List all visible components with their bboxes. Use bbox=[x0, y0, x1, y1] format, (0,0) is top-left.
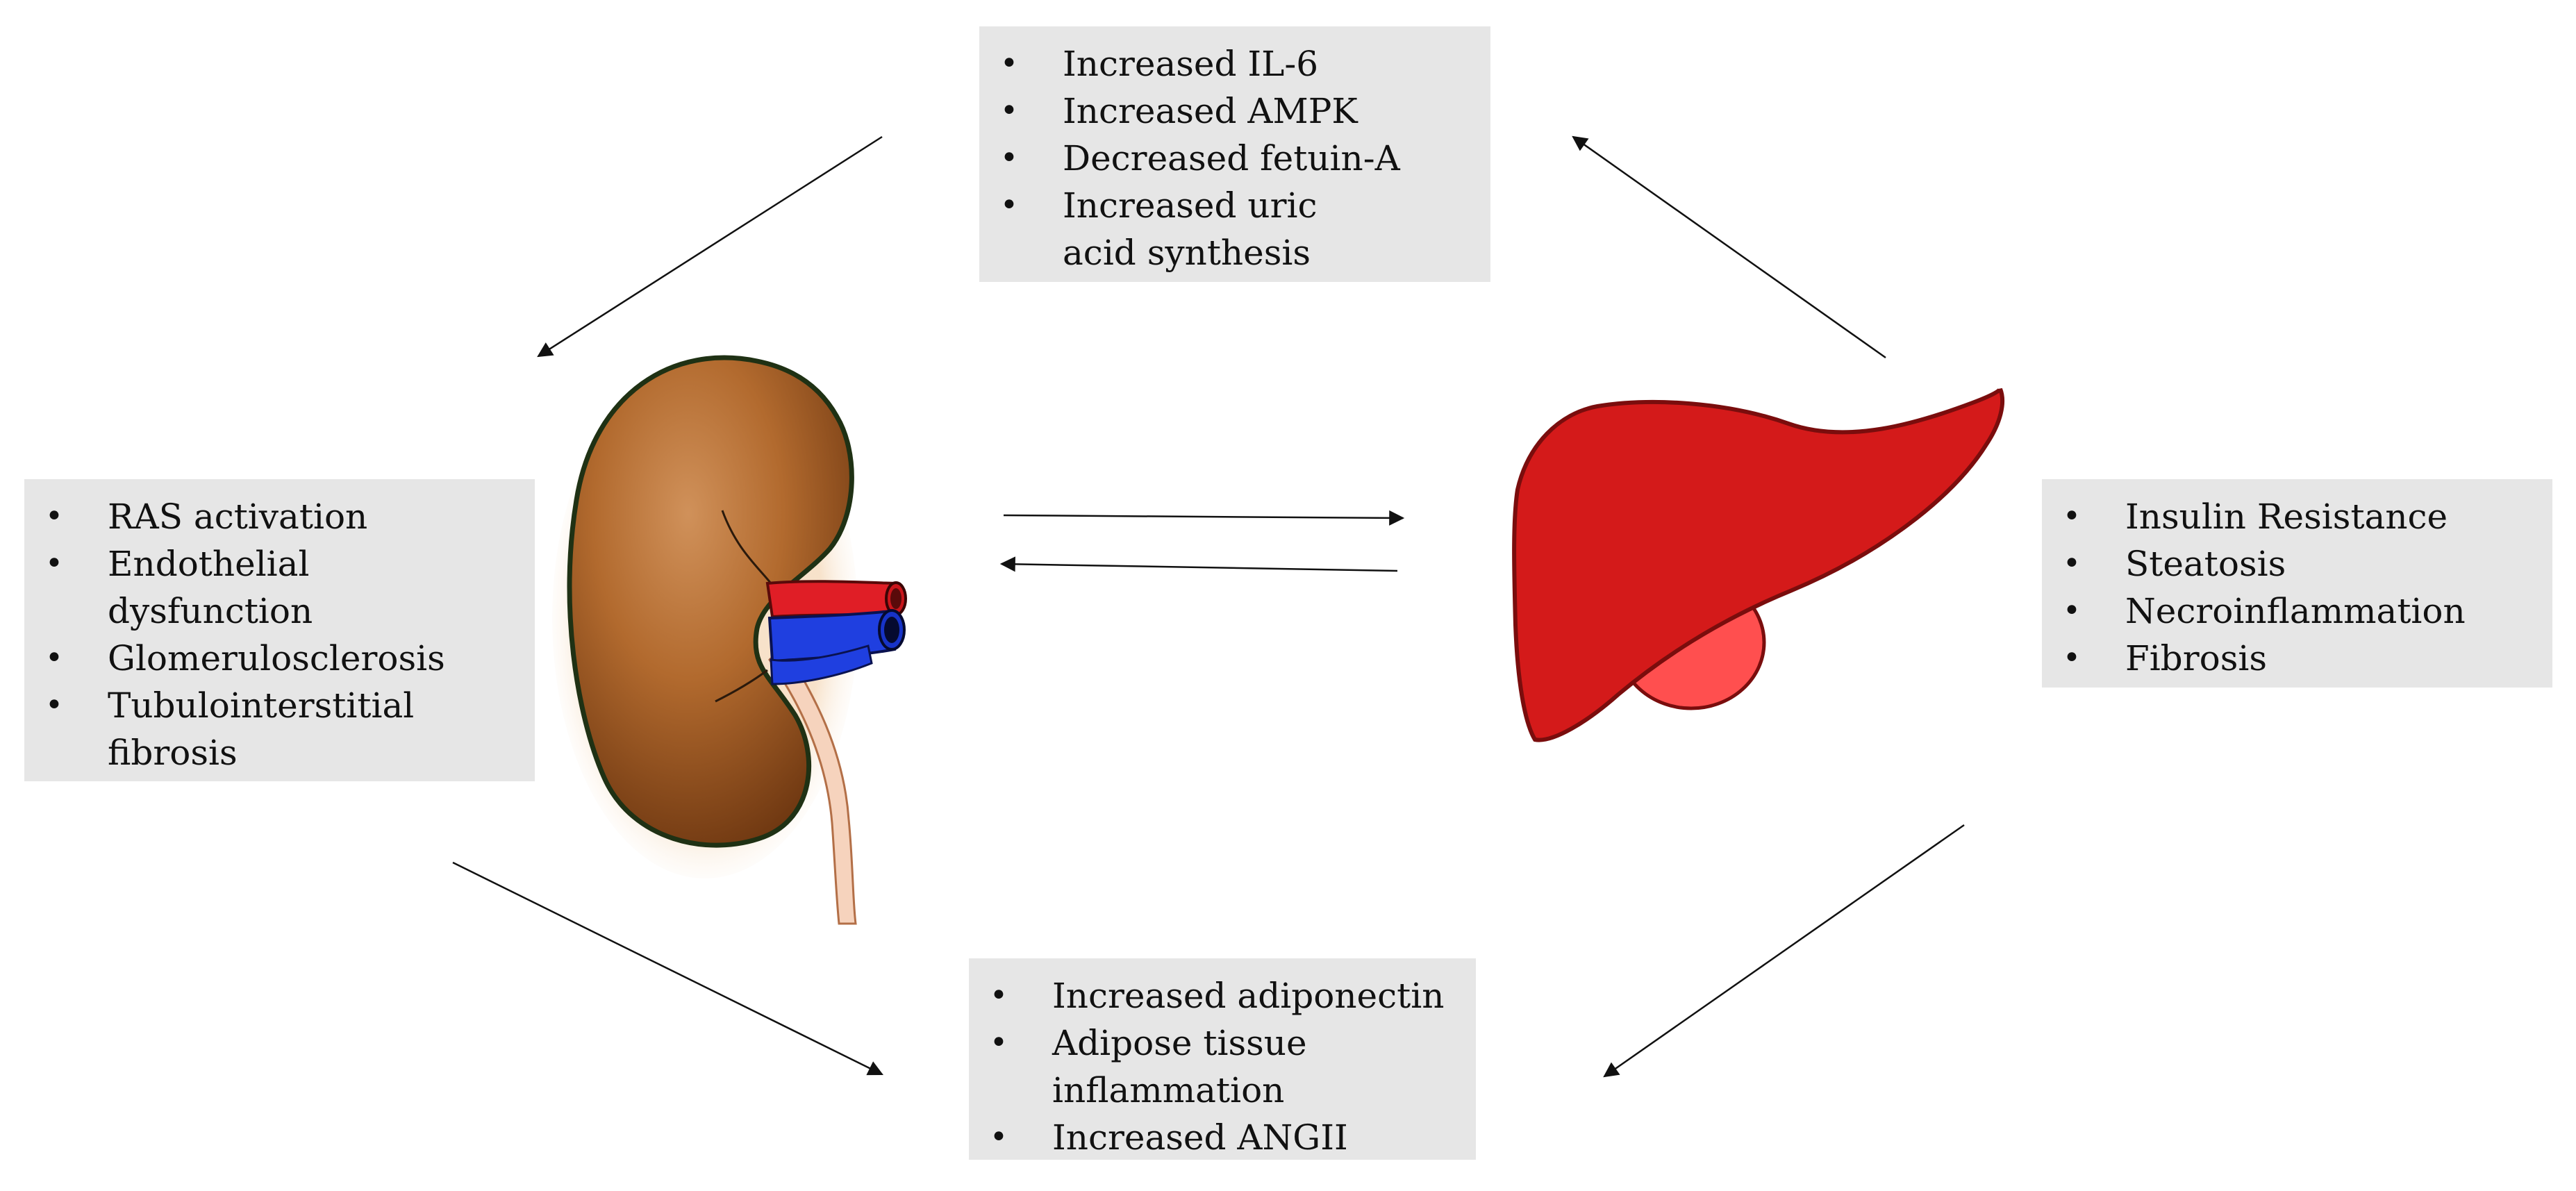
list-item: Necroinflammation bbox=[2042, 588, 2552, 635]
list-item: Increased adiponectin bbox=[969, 972, 1476, 1019]
adipose-factors-list: Increased adiponectin Adipose tissue inf… bbox=[969, 972, 1476, 1161]
list-item: Increased uric acid synthesis bbox=[979, 182, 1396, 276]
liver-factors-box: Insulin Resistance Steatosis Necroinflam… bbox=[2042, 479, 2552, 688]
kidney-icon bbox=[552, 355, 907, 925]
arrow-top-to-kidney bbox=[537, 135, 883, 358]
liver-icon bbox=[1512, 388, 2004, 742]
kidney-factors-list: RAS activation Endothelial dysfunction G… bbox=[24, 493, 535, 776]
arrow-kidney-to-bottom bbox=[452, 861, 883, 1076]
list-item: Endothelial dysfunction bbox=[24, 540, 337, 635]
top-factors-box: Increased IL-6 Increased AMPK Decreased … bbox=[979, 26, 1490, 282]
list-item: Fibrosis bbox=[2042, 635, 2552, 682]
list-item: RAS activation bbox=[24, 493, 535, 540]
list-item: Tubulointerstitial fibrosis bbox=[24, 682, 427, 776]
arrow-kidney-to-liver bbox=[1003, 510, 1405, 526]
top-factors-list: Increased IL-6 Increased AMPK Decreased … bbox=[979, 40, 1490, 276]
arrow-liver-to-kidney bbox=[999, 556, 1398, 572]
list-item: Increased AMPK bbox=[979, 88, 1490, 135]
list-item: Insulin Resistance bbox=[2042, 493, 2552, 540]
arrow-liver-to-bottom bbox=[1603, 824, 1965, 1078]
list-item: Decreased fetuin-A bbox=[979, 135, 1490, 182]
arrow-liver-to-top bbox=[1572, 135, 1886, 359]
list-item: Adipose tissue inflammation bbox=[969, 1019, 1344, 1114]
liver-factors-list: Insulin Resistance Steatosis Necroinflam… bbox=[2042, 493, 2552, 682]
list-item: Steatosis bbox=[2042, 540, 2552, 588]
list-item: Glomerulosclerosis bbox=[24, 635, 535, 682]
adipose-factors-box: Increased adiponectin Adipose tissue inf… bbox=[969, 958, 1476, 1161]
list-item: Increased ANGII bbox=[969, 1114, 1476, 1161]
list-item: Increased IL-6 bbox=[979, 40, 1490, 88]
kidney-factors-box: RAS activation Endothelial dysfunction G… bbox=[24, 479, 535, 781]
arrows bbox=[452, 135, 1965, 1078]
